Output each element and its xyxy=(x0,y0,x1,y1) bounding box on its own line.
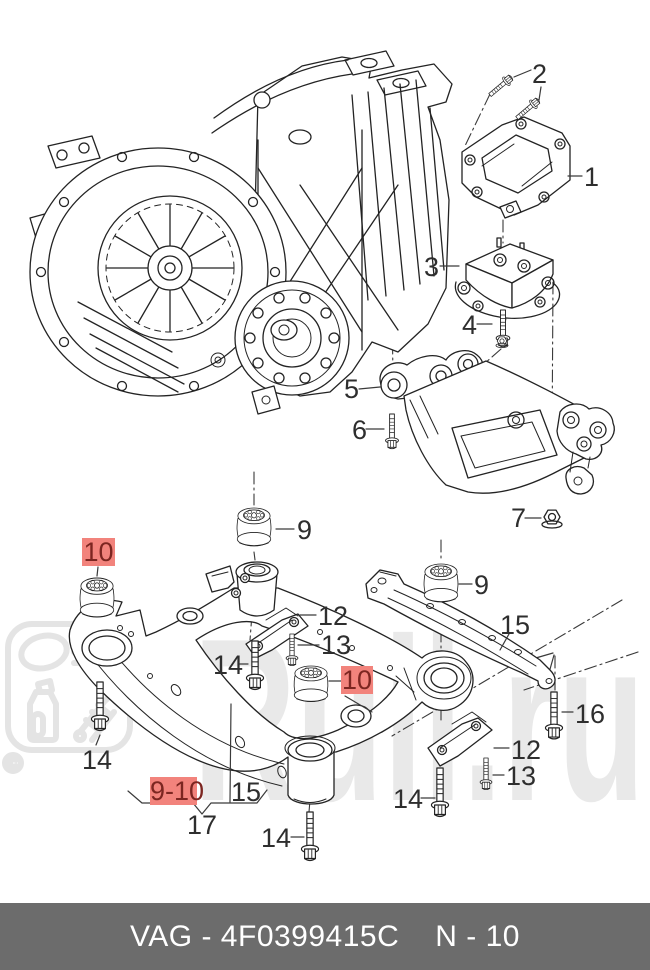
part-12-stop-bracket-right xyxy=(427,711,493,767)
part-1-gearbox-support xyxy=(461,116,571,219)
part-7-nut xyxy=(541,509,563,529)
callout-10-middle-highlighted: 10 xyxy=(341,665,373,695)
part-15-cross-brace xyxy=(365,569,556,690)
part-9-bushing-right xyxy=(423,563,459,603)
part-14-bolt-bottom xyxy=(300,811,320,862)
fender-icon xyxy=(18,632,70,672)
part-16-bolt xyxy=(544,691,564,740)
callout-9-top: 9 xyxy=(297,515,313,545)
callout-16: 16 xyxy=(575,699,606,729)
subframe-drawing xyxy=(68,561,474,805)
part-10-bushing-left xyxy=(79,577,115,618)
callout-1: 1 xyxy=(584,162,600,192)
part-6-bolt xyxy=(385,413,399,450)
callout-14-midleft: 14 xyxy=(213,650,244,680)
part-14-bolt-right xyxy=(430,767,450,818)
callout-14-bottom: 14 xyxy=(261,823,292,853)
transmission-drawing xyxy=(29,50,453,415)
callout-12-right: 12 xyxy=(511,735,542,765)
callout-9-right: 9 xyxy=(474,570,490,600)
callout-3: 3 xyxy=(424,252,440,282)
callout-13-right: 13 xyxy=(506,761,537,791)
page-code: N - 10 xyxy=(435,919,520,953)
callout-2: 2 xyxy=(532,59,548,89)
callout-13-left: 13 xyxy=(321,630,352,660)
callout-15-bottom: 15 xyxy=(231,777,262,807)
catalog-code: VAG - 4F0399415C xyxy=(130,919,400,953)
footer-bar: VAG - 4F0399415C N - 10 xyxy=(0,903,650,970)
callout-12-left: 12 xyxy=(318,601,349,631)
part-9-bushing-top xyxy=(236,507,272,547)
callout-15-right: 15 xyxy=(500,610,531,640)
callout-9-10-highlighted: 9-10 xyxy=(150,776,205,806)
callout-4: 4 xyxy=(462,310,478,340)
callout-14-right: 14 xyxy=(393,784,424,814)
callout-7: 7 xyxy=(511,503,527,533)
callout-6: 6 xyxy=(352,415,368,445)
leader-lines xyxy=(95,69,583,838)
part-3-gearbox-mount xyxy=(454,237,561,319)
oil-can-icon xyxy=(27,678,59,743)
part-13-bolt-right xyxy=(479,757,493,791)
part-5-crossmember xyxy=(379,350,615,495)
callout-5: 5 xyxy=(344,374,360,404)
part-10-bushing-middle xyxy=(293,665,329,703)
callout-10-left-highlighted: 10 xyxy=(82,537,115,567)
copyright-icon xyxy=(2,752,24,774)
callout-17: 17 xyxy=(187,810,218,840)
callout-14-left: 14 xyxy=(82,745,113,775)
